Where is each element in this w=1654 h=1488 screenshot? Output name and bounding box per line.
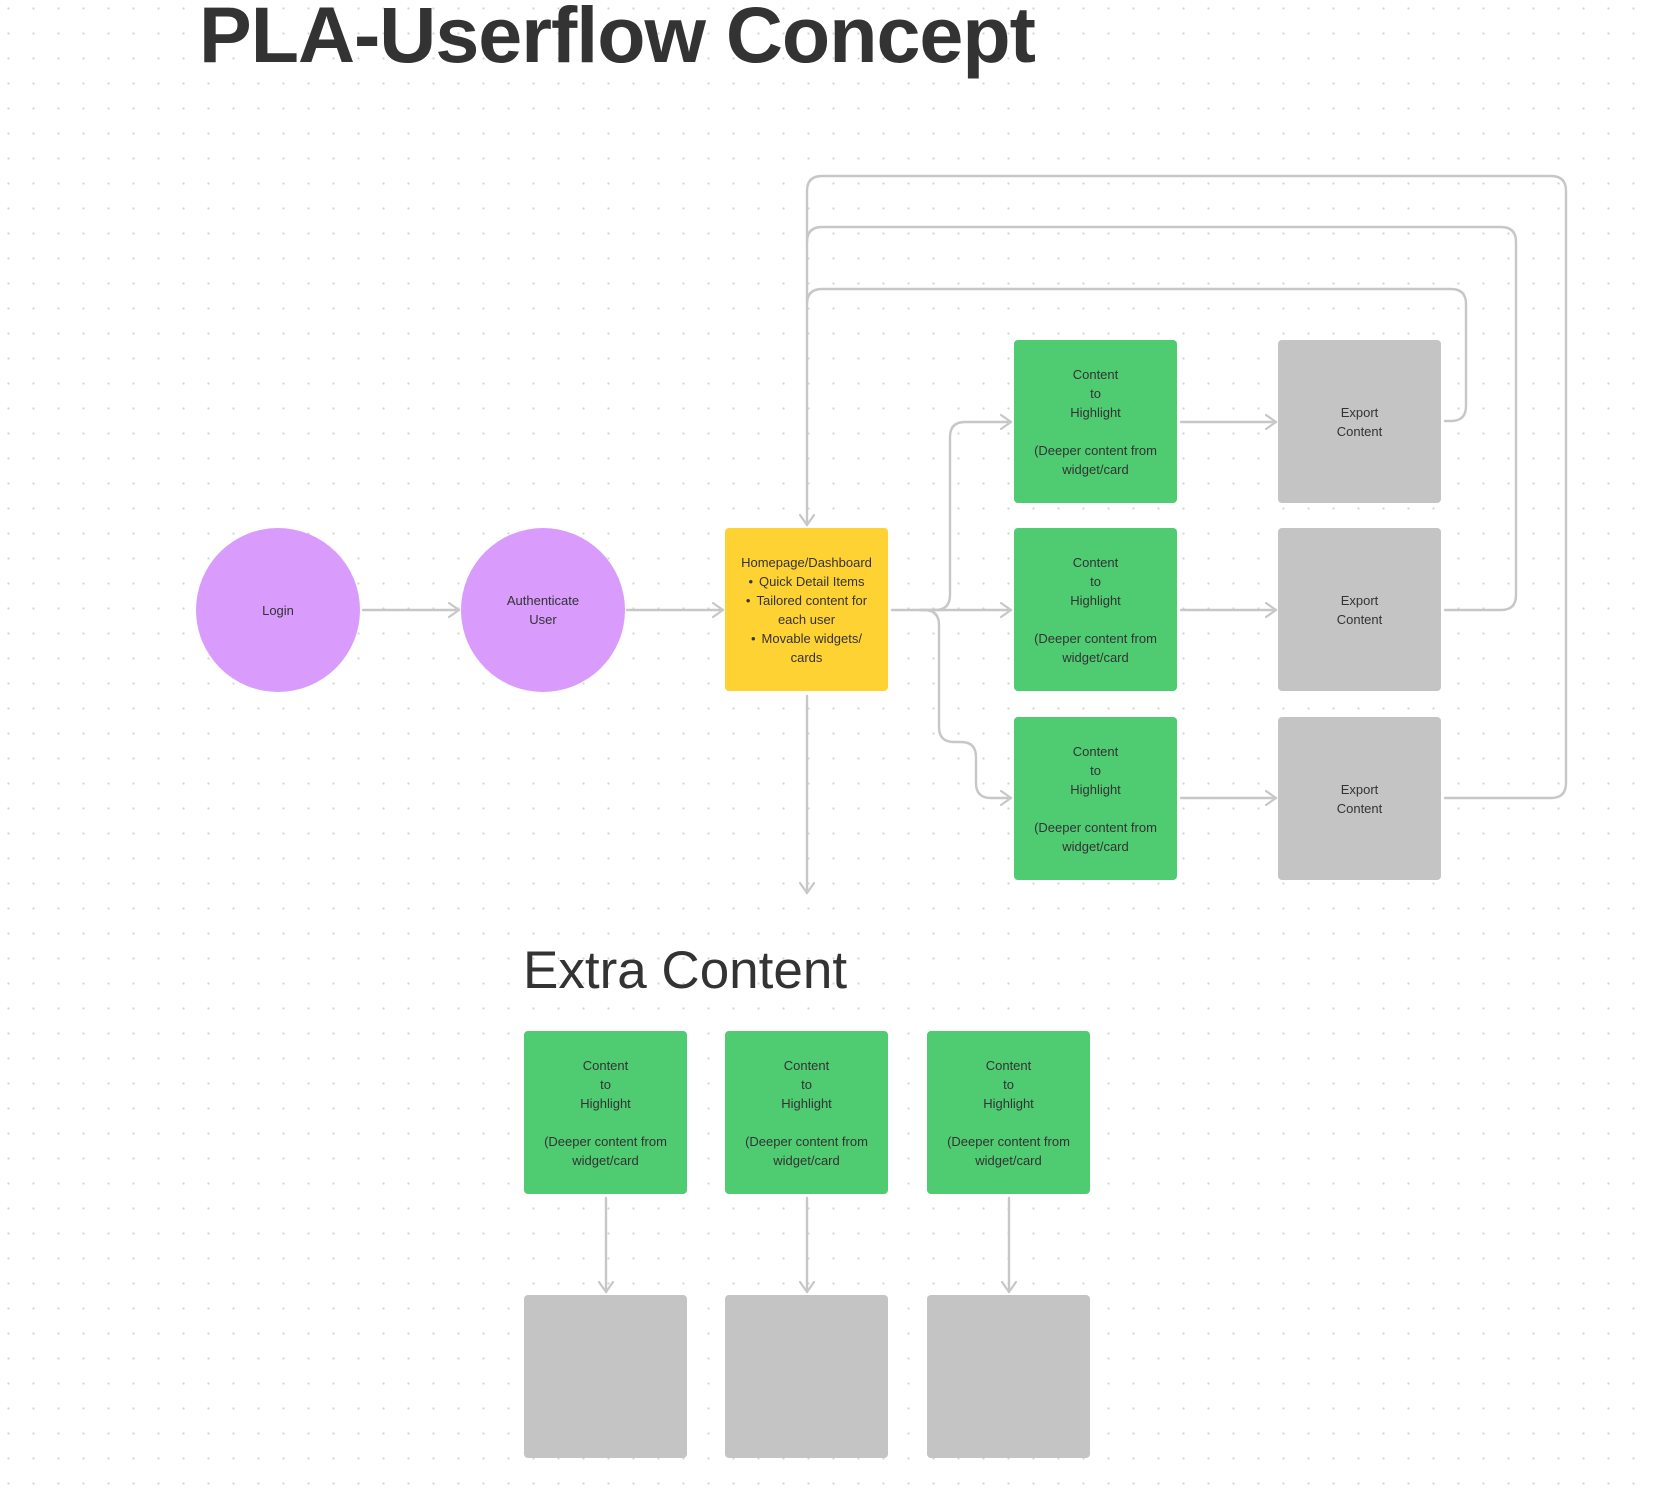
- connector-export-1-to-homepage: [805, 287, 1468, 423]
- content-highlight-node-2[interactable]: Content to Highlight (Deeper content fro…: [1014, 528, 1177, 691]
- bullet-icon: •: [745, 592, 751, 608]
- extra-content-node-3[interactable]: Content to Highlight (Deeper content fro…: [927, 1031, 1090, 1194]
- content-highlight-label: Content to Highlight (Deeper content fro…: [1034, 743, 1157, 854]
- content-highlight-label: Content to Highlight (Deeper content fro…: [544, 1057, 667, 1168]
- content-highlight-node-3[interactable]: Content to Highlight (Deeper content fro…: [1014, 717, 1177, 880]
- homepage-heading: Homepage/Dashboard: [741, 554, 872, 570]
- export-content-node-2[interactable]: Export Content: [1278, 528, 1441, 691]
- content-highlight-label: Content to Highlight (Deeper content fro…: [947, 1057, 1070, 1168]
- extra-placeholder-node-1[interactable]: [524, 1295, 687, 1458]
- extra-placeholder-node-2[interactable]: [725, 1295, 888, 1458]
- content-highlight-label: Content to Highlight (Deeper content fro…: [1034, 366, 1157, 477]
- connector-homepage-to-content-3: [918, 608, 1013, 798]
- connector-homepage-to-content-1: [918, 422, 1013, 612]
- export-content-label: Export Content: [1336, 781, 1383, 816]
- login-label: Login: [262, 602, 294, 618]
- connector-export-3-to-homepage: [807, 174, 1568, 800]
- bullet-icon: •: [748, 573, 754, 589]
- homepage-bullet-list: •Quick Detail Items •Tailored content fo…: [741, 572, 872, 667]
- connector-export-2-to-homepage: [805, 225, 1518, 612]
- authenticate-user-node[interactable]: Authenticate User: [461, 528, 625, 692]
- homepage-dashboard-node[interactable]: Homepage/Dashboard •Quick Detail Items •…: [725, 528, 888, 691]
- bullet-icon: •: [750, 630, 756, 646]
- page-title: PLA-Userflow Concept: [199, 0, 1036, 79]
- homepage-bullet-item: •Tailored content for each user: [745, 592, 868, 627]
- export-content-label: Export Content: [1336, 592, 1383, 627]
- content-highlight-node-1[interactable]: Content to Highlight (Deeper content fro…: [1014, 340, 1177, 503]
- content-highlight-label: Content to Highlight (Deeper content fro…: [745, 1057, 868, 1168]
- content-highlight-label: Content to Highlight (Deeper content fro…: [1034, 554, 1157, 665]
- extra-content-node-2[interactable]: Content to Highlight (Deeper content fro…: [725, 1031, 888, 1194]
- homepage-bullet-item: •Quick Detail Items: [748, 573, 865, 589]
- authenticate-user-label: Authenticate User: [506, 593, 580, 627]
- login-node[interactable]: Login: [196, 528, 360, 692]
- extra-content-title: Extra Content: [523, 941, 848, 1000]
- extra-content-node-1[interactable]: Content to Highlight (Deeper content fro…: [524, 1031, 687, 1194]
- homepage-bullet-item: •Movable widgets/ cards: [750, 630, 862, 665]
- export-content-label: Export Content: [1336, 404, 1383, 439]
- export-content-node-3[interactable]: Export Content: [1278, 717, 1441, 880]
- export-content-node-1[interactable]: Export Content: [1278, 340, 1441, 503]
- extra-placeholder-node-3[interactable]: [927, 1295, 1090, 1458]
